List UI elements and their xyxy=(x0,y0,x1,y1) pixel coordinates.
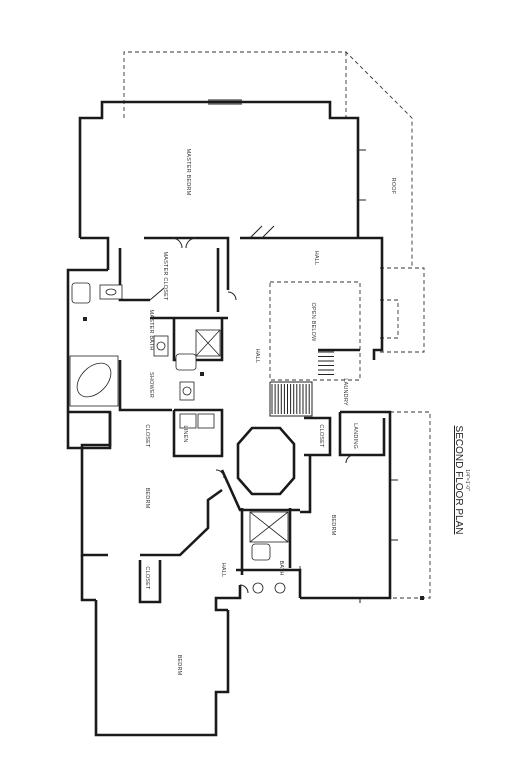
bathtub-icon xyxy=(76,362,112,398)
interior-walls xyxy=(66,236,398,737)
room-label-laundry: LAUNDRY xyxy=(342,378,348,406)
toilet-icon xyxy=(175,353,197,371)
room-label-closet-b: CLOSET xyxy=(144,566,150,590)
roof-outline xyxy=(123,51,431,599)
room-label-closet-a: CLOSET xyxy=(144,424,150,448)
column-markers xyxy=(83,317,424,600)
shower-icon xyxy=(249,511,289,543)
sink-icon xyxy=(252,582,264,594)
room-label-shower: SHOWER xyxy=(148,372,154,398)
plumbing-fixtures xyxy=(69,282,289,594)
toilet-icon xyxy=(251,543,271,561)
room-label-open-below: OPEN BELOW xyxy=(310,303,316,343)
sink-icon xyxy=(179,381,195,401)
sink-icon xyxy=(99,284,123,300)
room-label-bedroom-a: BEDRM xyxy=(144,488,150,509)
room-label-bedroom-c: BEDRM xyxy=(176,655,182,676)
room-label-hall-upper: HALL xyxy=(313,251,319,266)
room-labels: MASTER BEDRM MASTER CLOSET MASTER BATH S… xyxy=(144,149,396,676)
room-label-hall-center: HALL xyxy=(254,349,260,364)
door-swings xyxy=(149,225,355,594)
plan-title: SECOND FLOOR PLAN xyxy=(453,426,464,535)
room-label-linen: LINEN xyxy=(182,425,188,442)
room-label-master-bath: MASTER BATH xyxy=(148,310,154,351)
toilet-icon xyxy=(71,282,91,304)
room-label-landing: LANDING xyxy=(352,423,358,449)
room-label-bedroom-b: BEDRM xyxy=(330,515,336,536)
room-label-master-closet: MASTER CLOSET xyxy=(162,251,168,300)
room-label-hall-lower: HALL xyxy=(220,563,226,578)
master-bedroom-walls xyxy=(78,99,366,238)
drawing-title-block: SECOND FLOOR PLAN 1/4"=1'-0" xyxy=(453,426,470,535)
room-label-master-bedroom: MASTER BEDRM xyxy=(185,149,191,196)
room-label-roof: ROOF xyxy=(390,178,396,195)
sink-icon xyxy=(274,582,286,594)
stair-and-open-area xyxy=(269,281,361,417)
plan-scale: 1/4"=1'-0" xyxy=(464,469,470,491)
room-label-bath: BATH xyxy=(278,560,284,575)
shower-icon xyxy=(195,329,221,357)
room-label-closet-c: CLOSET xyxy=(318,424,324,448)
octagon-skylight xyxy=(236,426,296,496)
sink-icon xyxy=(153,335,169,357)
